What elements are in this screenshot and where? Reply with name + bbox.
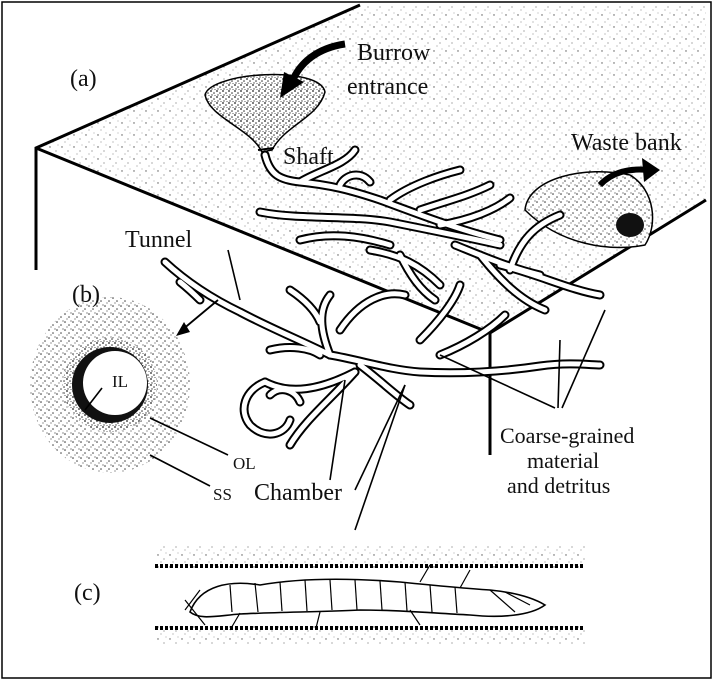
- waste-bank-mound: [524, 171, 654, 249]
- section-pointer: [181, 299, 219, 331]
- burrow-entrance-funnel: [204, 73, 326, 153]
- section-pointer-head: [176, 322, 190, 336]
- waste-bank-label: Waste bank: [571, 130, 682, 156]
- burrow-label-line1: Burrow: [357, 40, 431, 66]
- tunnel-cross-section: [30, 297, 190, 473]
- shaft-label: Shaft: [283, 144, 334, 170]
- leader-lines: [84, 249, 606, 531]
- tunnel-label: Tunnel: [125, 227, 192, 253]
- ss-label: SS: [213, 485, 232, 504]
- entrance-arrow-head: [280, 72, 304, 98]
- chamber-label: Chamber: [254, 480, 342, 506]
- il-label: IL: [112, 372, 128, 391]
- coarse-label-line2: material: [527, 448, 599, 473]
- panel-label-b: (b): [72, 282, 100, 308]
- coarse-label-line1: Coarse-grained: [500, 423, 634, 448]
- panel-label-a: (a): [70, 66, 97, 92]
- burrow-label-line2: entrance: [347, 74, 428, 100]
- worm-tube: [155, 545, 585, 645]
- panel-label-c: (c): [74, 580, 101, 606]
- ol-label: OL: [233, 454, 256, 473]
- entrance-arrow: [288, 40, 346, 84]
- waste-arrow-head: [642, 158, 660, 182]
- burrow-network: [160, 145, 605, 450]
- coarse-label-line3: and detritus: [507, 473, 610, 498]
